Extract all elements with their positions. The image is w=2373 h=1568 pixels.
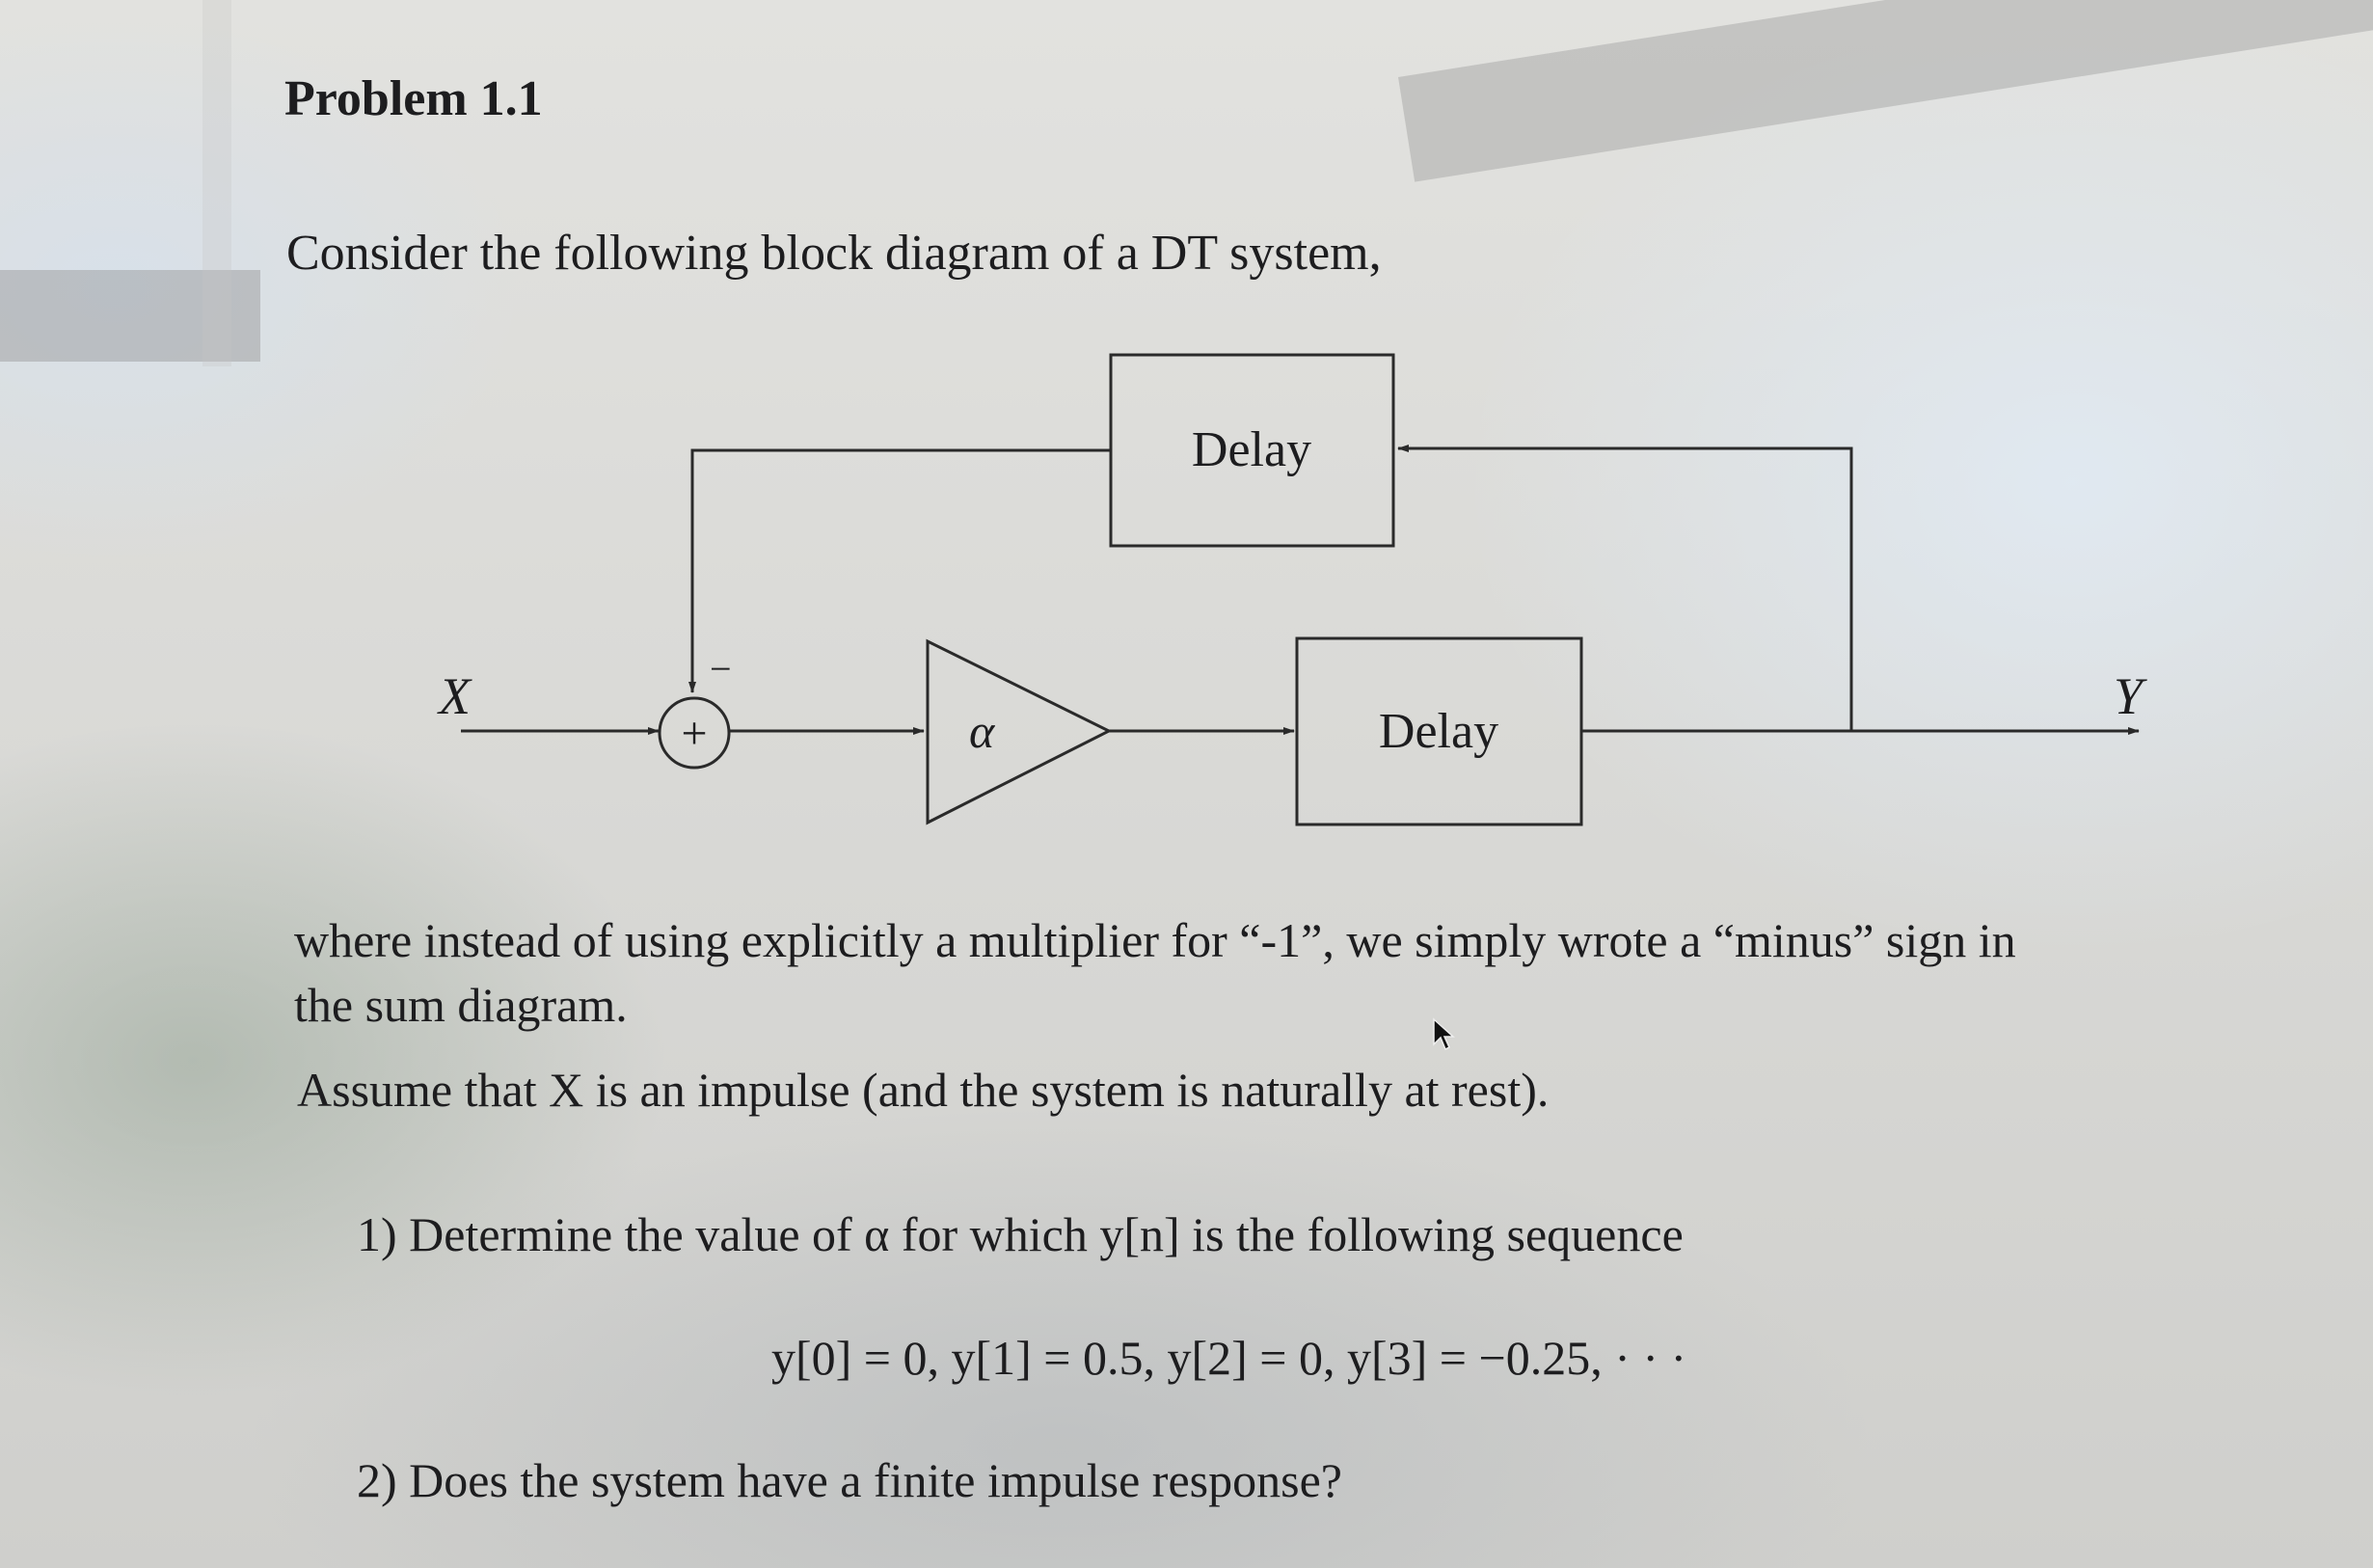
summer-plus-sign: + xyxy=(681,708,707,759)
light-strip xyxy=(202,0,231,366)
feedback-path-right xyxy=(1397,445,1853,731)
explanation-line-2: the sum diagram. xyxy=(294,978,628,1032)
shadow-beam-left xyxy=(0,270,260,362)
summer-minus-sign: − xyxy=(710,647,732,690)
delay-top-label: Delay xyxy=(1192,422,1311,477)
intro-text: Consider the following block diagram of … xyxy=(286,226,1382,281)
sequence-equation: y[0] = 0, y[1] = 0.5, y[2] = 0, y[3] = −… xyxy=(771,1331,1687,1385)
explanation-line-1: where instead of using explicitly a mult… xyxy=(294,913,2016,967)
feedback-path-left xyxy=(688,448,1111,693)
summer-circle xyxy=(658,696,731,770)
delay-bottom-label: Delay xyxy=(1379,704,1498,759)
gain-label: α xyxy=(969,704,996,758)
input-label: X xyxy=(437,667,472,725)
assumption-text: Assume that X is an impulse (and the sys… xyxy=(297,1063,1550,1117)
question-2: 2) Does the system have a finite impulse… xyxy=(357,1453,1342,1507)
gain-triangle xyxy=(926,638,1113,825)
question-1: 1) Determine the value of α for which y[… xyxy=(357,1207,1684,1261)
output-label: Y xyxy=(2114,667,2147,725)
problem-title: Problem 1.1 xyxy=(284,71,543,126)
mouse-cursor-icon xyxy=(1433,1017,1455,1051)
